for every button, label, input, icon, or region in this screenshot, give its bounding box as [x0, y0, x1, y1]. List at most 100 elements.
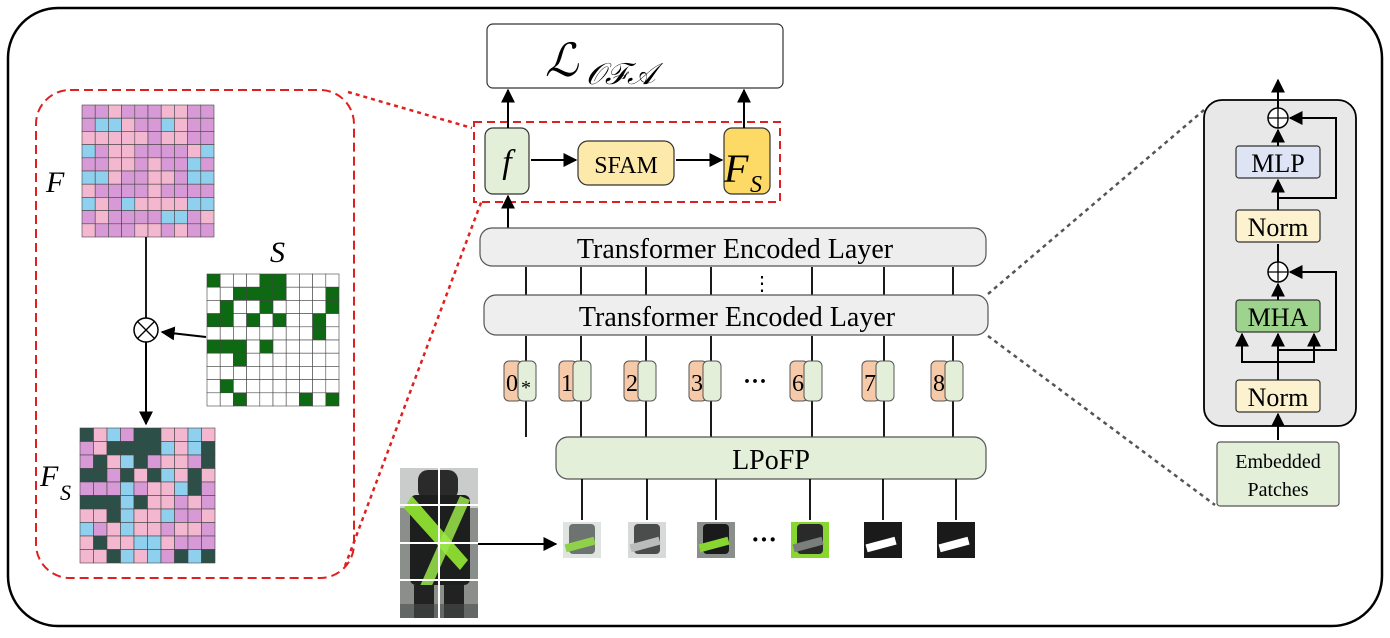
grid-cell [299, 366, 313, 380]
grid-cell [160, 144, 175, 159]
zoom-connector-bottom [343, 199, 484, 567]
grid-cell [259, 300, 274, 314]
grid-cell [233, 273, 247, 288]
grid-cell [325, 392, 340, 407]
grid-cell [312, 286, 327, 301]
grid-cell [81, 144, 96, 159]
svg-text:𝒪ℱ𝒜: 𝒪ℱ𝒜 [586, 58, 664, 91]
grid-cell [134, 197, 149, 211]
grid-cell [325, 273, 340, 288]
feature-map-f-grid [81, 104, 215, 238]
grid-cell [120, 508, 135, 523]
grid-cell [120, 481, 135, 496]
token-1: 1 [558, 360, 592, 402]
token-label: 7 [864, 371, 876, 397]
grid-cell [81, 104, 96, 119]
grid-cell [259, 366, 274, 380]
grid-cell [246, 326, 261, 341]
grid-cell [134, 117, 149, 132]
grid-cell [147, 144, 162, 159]
grid-cell [187, 144, 202, 159]
grid-cell [81, 223, 96, 238]
grid-cell [120, 549, 135, 564]
grid-cell [79, 481, 94, 496]
grid-cell [187, 183, 202, 198]
grid-cell [325, 339, 340, 354]
grid-cell [325, 366, 340, 380]
grid-cell [94, 210, 109, 225]
grid-cell [81, 157, 96, 172]
grid-cell [312, 273, 327, 288]
patch-thumbnail [697, 522, 735, 558]
grid-cell [200, 131, 215, 145]
grid-cell [121, 104, 136, 119]
grid-cell [134, 104, 149, 119]
token-label: 8 [933, 371, 945, 397]
grid-cell [134, 183, 149, 198]
grid-cell [233, 392, 247, 407]
grid-cell [312, 379, 327, 394]
grid-cell [312, 326, 327, 341]
fs-box-label: F S [723, 146, 762, 198]
grid-cell [160, 131, 175, 145]
grid-cell [81, 131, 96, 145]
grid-cell [174, 535, 189, 550]
grid-cell [233, 326, 247, 341]
grid-cell [259, 326, 274, 341]
grid-cell [206, 286, 221, 301]
grid-cell [201, 549, 216, 564]
token-7: 7 [861, 360, 895, 402]
lpofp-box [555, 436, 987, 480]
grid-cell [106, 549, 121, 564]
s-label: S [270, 236, 285, 269]
grid-cell [133, 549, 148, 564]
grid-cell [200, 157, 215, 172]
grid-cell [206, 379, 221, 394]
patch-thumbnail [864, 522, 902, 558]
grid-cell [94, 223, 109, 238]
grid-cell [174, 157, 188, 172]
grid-cell [147, 468, 162, 483]
grid-cell [147, 508, 162, 523]
grid-cell [94, 170, 109, 185]
grid-cell [187, 427, 202, 442]
svg-text:S: S [750, 172, 762, 198]
grid-cell [93, 441, 108, 456]
grid-cell [299, 379, 313, 394]
grid-cell [120, 468, 135, 483]
grid-cell [108, 131, 122, 145]
grid-cell [93, 468, 108, 483]
grid-cell [174, 183, 188, 198]
grid-cell [79, 522, 94, 537]
grid-cell [299, 326, 313, 341]
grid-cell [94, 131, 109, 145]
grid-cell [108, 170, 122, 185]
grid-cell [259, 286, 274, 301]
grid-cell [81, 183, 96, 198]
grid-cell [285, 366, 300, 380]
grid-cell [94, 104, 109, 119]
grid-cell [285, 300, 300, 314]
grid-cell [108, 157, 122, 172]
grid-cell [174, 197, 188, 211]
grid-cell [187, 535, 202, 550]
grid-cell [201, 508, 216, 523]
grid-cell [201, 441, 216, 456]
grid-cell [325, 286, 340, 301]
grid-cell [219, 366, 234, 380]
grid-cell [160, 481, 175, 496]
grid-cell [160, 535, 175, 550]
fs-label: F S [39, 460, 71, 505]
grid-cell [325, 352, 340, 367]
grid-cell [219, 352, 234, 367]
grid-cell [285, 352, 300, 367]
grid-cell [121, 223, 136, 238]
grid-cell [200, 197, 215, 211]
grid-cell [174, 508, 189, 523]
embedded-patches-line2: Patches [1247, 479, 1308, 501]
grid-cell [272, 392, 287, 407]
grid-cell [259, 339, 274, 354]
grid-cell [325, 379, 340, 394]
grid-cell [246, 379, 261, 394]
